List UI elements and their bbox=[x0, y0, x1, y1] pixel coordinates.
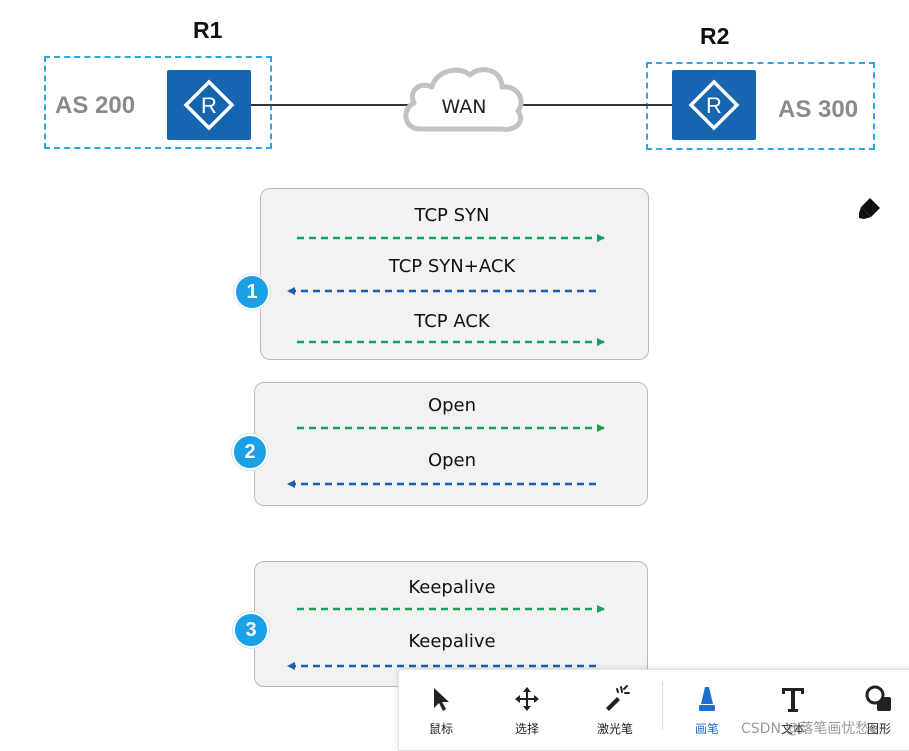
annotation-toolbar: 鼠标 选择 激光笔 画笔 文本 bbox=[398, 669, 909, 751]
tool-laser-label: 激光笔 bbox=[596, 722, 633, 736]
cursor-arrow-icon bbox=[426, 684, 456, 714]
pen-cursor-icon bbox=[856, 194, 884, 222]
as200-label: AS 200 bbox=[55, 92, 136, 119]
shapes-icon bbox=[864, 684, 894, 714]
tool-mouse-label: 鼠标 bbox=[428, 722, 453, 736]
step-badge-3: 3 bbox=[233, 612, 269, 648]
tool-text-label: 文本 bbox=[780, 722, 805, 736]
link-r1-wan bbox=[251, 104, 411, 106]
r1-router-icon: R bbox=[167, 70, 251, 140]
msg-tcp-syn: TCP SYN bbox=[414, 205, 490, 226]
tool-select-label: 选择 bbox=[514, 722, 539, 736]
msg-open-1: Open bbox=[427, 395, 477, 416]
as200-box bbox=[44, 56, 272, 149]
text-t-icon bbox=[778, 684, 808, 714]
msg-tcp-ack: TCP ACK bbox=[414, 311, 490, 332]
tool-text[interactable]: 文本 bbox=[763, 670, 823, 742]
link-wan-r2 bbox=[520, 104, 672, 106]
watermark: CSDN @落笔画忧愁e bbox=[741, 721, 878, 737]
move-arrows-icon bbox=[512, 684, 542, 714]
step2-panel bbox=[254, 382, 648, 506]
step-badge-2: 2 bbox=[232, 434, 268, 470]
as300-box bbox=[646, 62, 875, 150]
step1-panel bbox=[260, 188, 649, 360]
msg-keepalive-1: Keepalive bbox=[408, 577, 496, 598]
toolbar-divider bbox=[662, 682, 663, 730]
tool-brush[interactable]: 画笔 bbox=[677, 670, 737, 742]
r2-router-icon: R bbox=[672, 70, 756, 140]
as300-label: AS 300 bbox=[778, 96, 859, 123]
msg-open-2: Open bbox=[427, 450, 477, 471]
r2-label: R2 bbox=[700, 23, 730, 49]
tool-mouse[interactable]: 鼠标 bbox=[411, 670, 471, 742]
tool-shapes-label: 图形 bbox=[866, 722, 891, 736]
brush-icon bbox=[692, 684, 722, 714]
tool-select[interactable]: 选择 bbox=[497, 670, 557, 742]
msg-keepalive-2: Keepalive bbox=[408, 631, 496, 652]
laser-pointer-icon bbox=[600, 684, 630, 714]
wan-label: WAN bbox=[441, 96, 487, 118]
svg-text:R: R bbox=[201, 93, 217, 118]
r1-label: R1 bbox=[193, 17, 223, 43]
tool-brush-label: 画笔 bbox=[694, 722, 719, 736]
step-badge-1: 1 bbox=[234, 274, 270, 310]
cloud-icon bbox=[398, 63, 528, 135]
svg-text:R: R bbox=[706, 93, 722, 118]
tool-laser[interactable]: 激光笔 bbox=[585, 670, 645, 742]
tool-shapes[interactable]: 图形 bbox=[849, 670, 909, 742]
msg-tcp-syn-ack: TCP SYN+ACK bbox=[388, 256, 516, 277]
